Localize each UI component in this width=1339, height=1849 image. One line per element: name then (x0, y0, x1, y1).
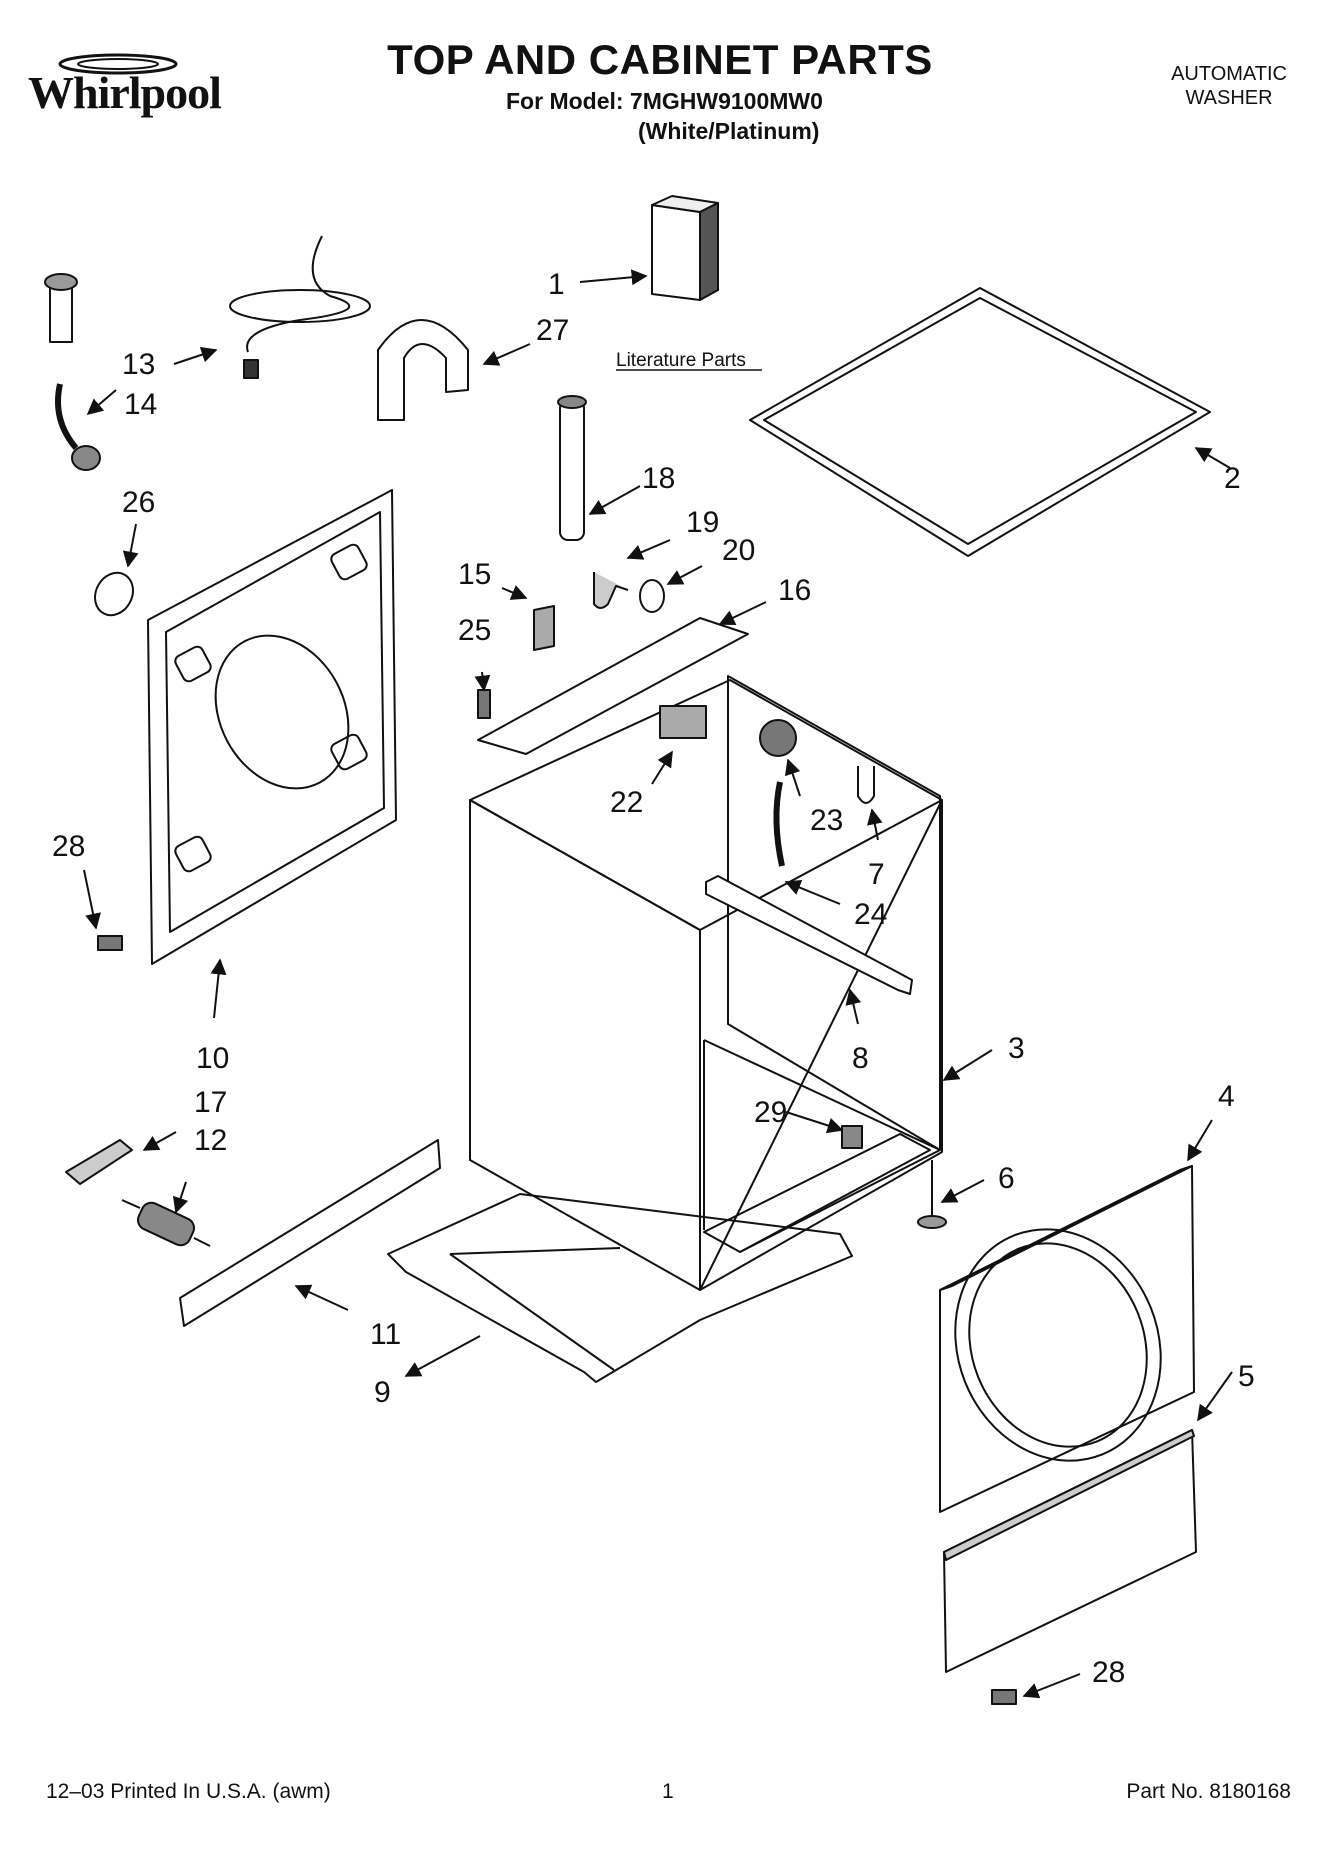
callout-14: 14 (124, 388, 157, 421)
callout-28-rear: 28 (52, 830, 85, 863)
callout-23: 23 (810, 804, 843, 837)
part-number: Part No. 8180168 (1126, 1780, 1291, 1803)
base-pad-fold-line-2 (449, 1247, 621, 1255)
callout-2: 2 (1224, 462, 1241, 495)
callout-7: 7 (868, 858, 885, 891)
model-variant: (White/Platinum) (638, 118, 820, 144)
callout-6: 6 (998, 1162, 1015, 1195)
print-info: 12–03 Printed In U.S.A. (awm) (46, 1780, 331, 1803)
literature-booklet-part (651, 195, 719, 301)
rear-panel-part (147, 489, 397, 965)
category-line-2: WASHER (1185, 87, 1273, 109)
callout-27: 27 (536, 314, 569, 347)
callout-20: 20 (722, 534, 755, 567)
elbow-fitting-part (593, 572, 629, 609)
callout-25: 25 (458, 614, 491, 647)
callout-3: 3 (1008, 1032, 1025, 1065)
callout-4: 4 (1218, 1080, 1235, 1113)
front-panel-part (939, 1165, 1195, 1513)
grommet-part (94, 571, 134, 617)
callout-12: 12 (194, 1124, 227, 1157)
literature-parts-label: Literature Parts (616, 350, 746, 371)
callout-5: 5 (1238, 1360, 1255, 1393)
callout-13: 13 (122, 348, 155, 381)
air-tube-part (773, 781, 785, 867)
fill-hose-part (44, 273, 101, 471)
callout-9: 9 (374, 1376, 391, 1409)
callout-8: 8 (852, 1042, 869, 1075)
callout-22: 22 (610, 786, 643, 819)
callout-18: 18 (642, 462, 675, 495)
callout-10: 10 (196, 1042, 229, 1075)
callout-16: 16 (778, 574, 811, 607)
page-number: 1 (662, 1780, 674, 1803)
capacitor-part (121, 1199, 211, 1247)
callout-1: 1 (548, 268, 565, 301)
hose-clamp-part (639, 579, 665, 613)
callout-labels: 1 2 3 4 5 6 7 8 9 10 11 12 13 14 15 16 1… (52, 268, 1255, 1689)
cabinet-frame-part (469, 675, 943, 1291)
brand-logo: Whirlpool (28, 67, 222, 118)
switch-bracket-part (533, 605, 555, 651)
clamp-bracket-part (65, 1139, 133, 1185)
callout-11: 11 (370, 1318, 401, 1351)
dial-part (759, 719, 797, 757)
toe-panel-part (943, 1429, 1197, 1673)
drain-hose-part (557, 395, 587, 541)
base-pad-part (387, 1193, 853, 1383)
callout-15: 15 (458, 558, 491, 591)
rail-part (179, 1139, 441, 1327)
leveling-leg-part (917, 1160, 947, 1229)
screw-part-25 (477, 689, 491, 719)
screw-part-28-rear (97, 935, 123, 951)
callout-19: 19 (686, 506, 719, 539)
callout-24: 24 (854, 898, 887, 931)
model-line: For Model: 7MGHW9100MW0 (506, 88, 823, 114)
page-title: TOP AND CABINET PARTS (387, 36, 933, 83)
cross-brace-part (705, 875, 913, 995)
callout-26: 26 (122, 486, 155, 519)
top-cover-part (749, 287, 1211, 557)
clip-part (857, 766, 875, 804)
callout-29: 29 (754, 1096, 787, 1129)
callout-17: 17 (194, 1086, 227, 1119)
clip-part-29 (841, 1125, 863, 1149)
top-brace-part (477, 617, 749, 755)
screw-part-28-front (991, 1689, 1017, 1705)
base-pad-fold-line (449, 1253, 615, 1371)
power-cord-part (229, 235, 371, 379)
hose-guide-part (377, 319, 469, 421)
category-line-1: AUTOMATIC (1171, 63, 1287, 85)
appliance-category: AUTOMATIC WASHER (1171, 62, 1287, 110)
brand-logo-swirl-icon (58, 53, 178, 75)
leader-arrows (83, 269, 1233, 1699)
callout-28-front: 28 (1092, 1656, 1125, 1689)
pressure-switch-part (659, 705, 707, 739)
